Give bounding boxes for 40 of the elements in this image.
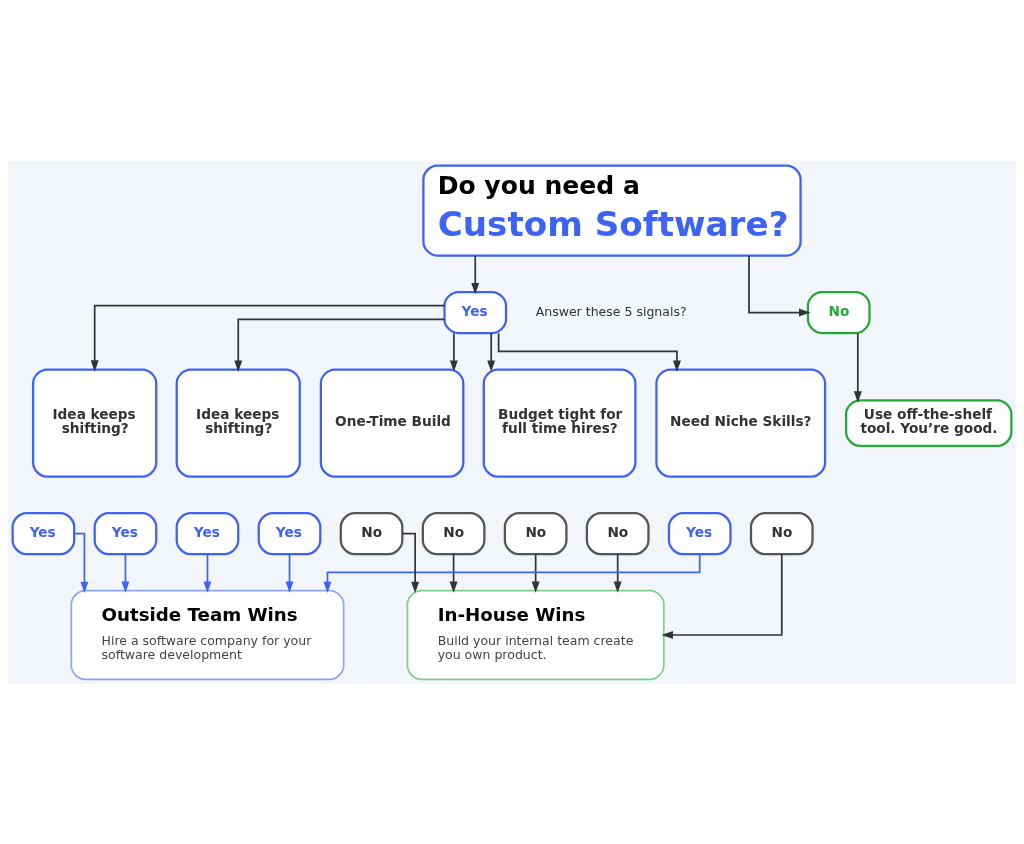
arrow	[401, 532, 420, 593]
arrow	[487, 331, 496, 372]
arrow	[234, 318, 446, 372]
arrow	[73, 532, 89, 593]
arrow	[497, 331, 681, 372]
arrow	[661, 552, 783, 639]
arrow	[449, 331, 458, 372]
node-box: Do you need a Custom Software?	[422, 163, 802, 257]
arrow	[203, 552, 212, 593]
arrow	[449, 552, 458, 593]
arrow	[121, 552, 130, 593]
arrow	[531, 552, 540, 593]
node-box: Yes	[667, 511, 732, 555]
arrow	[323, 552, 701, 593]
node-box: Yes	[175, 511, 240, 555]
node-box: No	[421, 511, 486, 555]
node-box: No	[585, 511, 650, 555]
node-box: Budget tight for full time hires?	[482, 367, 637, 478]
node-box: Use off-the-shelf tool. You’re good.	[845, 398, 1013, 447]
node-box: Need Niche Skills?	[655, 367, 827, 478]
node-box: No	[749, 511, 814, 555]
arrow	[90, 304, 446, 372]
arrow	[853, 331, 862, 403]
node-box: Idea keeps shifting?	[175, 367, 301, 478]
node-box: Outside Team Wins Hire a software company for your software development	[70, 589, 345, 680]
node-box: No	[806, 290, 871, 334]
node-box: Yes	[443, 290, 508, 334]
node-box: No	[339, 511, 404, 555]
node-box: No	[503, 511, 568, 555]
node-box: One-Time Build	[319, 367, 465, 478]
arrow	[285, 552, 294, 593]
arrow	[613, 552, 622, 593]
node-label: Answer these 5 signals?	[535, 303, 687, 319]
arrow	[748, 254, 811, 317]
arrow	[471, 254, 480, 294]
node-box: Idea keeps shifting?	[32, 367, 158, 478]
node-box: In-House Wins Build your internal team create you own product.	[406, 589, 665, 680]
node-box: Yes	[93, 511, 158, 555]
node-box: Yes	[11, 511, 76, 555]
node-box: Yes	[257, 511, 322, 555]
